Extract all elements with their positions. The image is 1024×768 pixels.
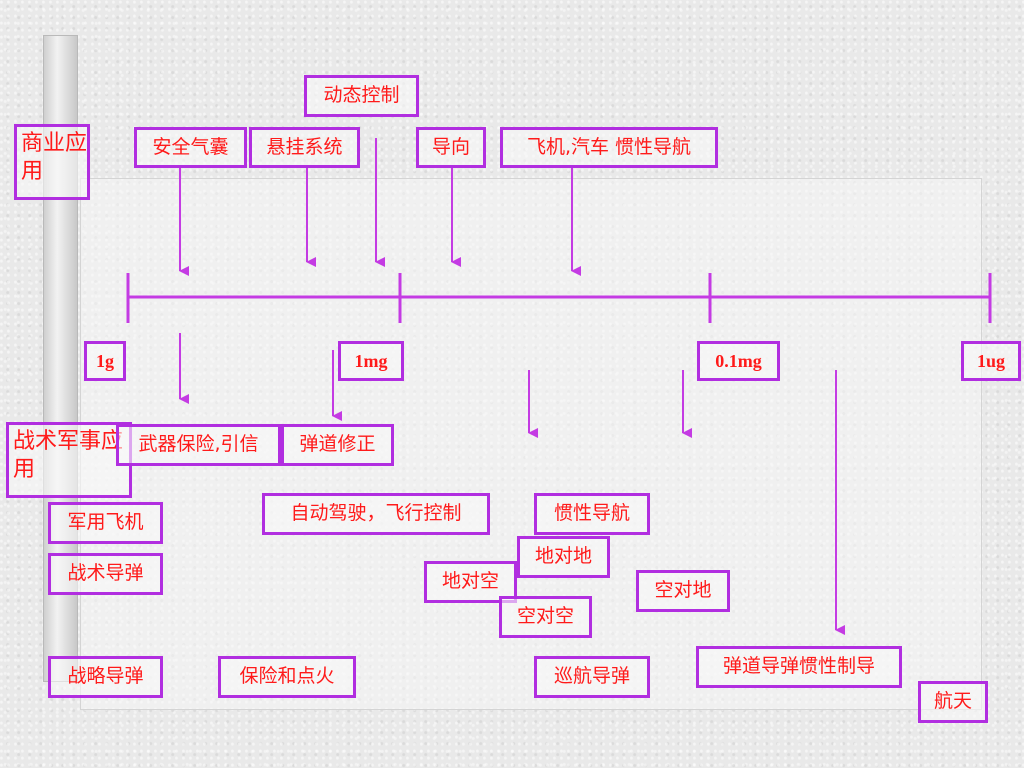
label-air-to-ground: 空对地 (636, 570, 730, 612)
label-strategic-missile: 战略导弹 (48, 656, 163, 698)
label-air-to-air: 空对空 (499, 596, 592, 638)
label-inertial-nav: 惯性导航 (534, 493, 650, 535)
label-dynamic-control: 动态控制 (304, 75, 419, 117)
tick-label-1mg: 1mg (338, 341, 404, 381)
tick-label-1ug: 1ug (961, 341, 1021, 381)
label-cruise-missile: 巡航导弹 (534, 656, 650, 698)
label-weapon-fuze: 武器保险,引信 (116, 424, 281, 466)
tick-label-1g: 1g (84, 341, 126, 381)
label-trajectory-correction: 弹道修正 (281, 424, 394, 466)
label-safety-ignition: 保险和点火 (218, 656, 356, 698)
label-autopilot: 自动驾驶，飞行控制 (262, 493, 490, 535)
label-tactical-missile: 战术导弹 (48, 553, 163, 595)
label-ground-to-ground: 地对地 (517, 536, 610, 578)
category-commercial: 商业应用 (14, 124, 90, 200)
label-military-aircraft: 军用飞机 (48, 502, 163, 544)
label-aircraft-car-ins: 飞机,汽车 惯性导航 (500, 127, 718, 168)
label-suspension: 悬挂系统 (249, 127, 360, 168)
tick-label-0.1mg: 0.1mg (697, 341, 780, 381)
label-guidance: 导向 (416, 127, 486, 168)
label-aerospace: 航天 (918, 681, 988, 723)
label-ballistic-missile-guidance: 弹道导弹惯性制导 (696, 646, 902, 688)
label-airbag: 安全气囊 (134, 127, 247, 168)
category-military: 战术军事应用 (6, 422, 132, 498)
